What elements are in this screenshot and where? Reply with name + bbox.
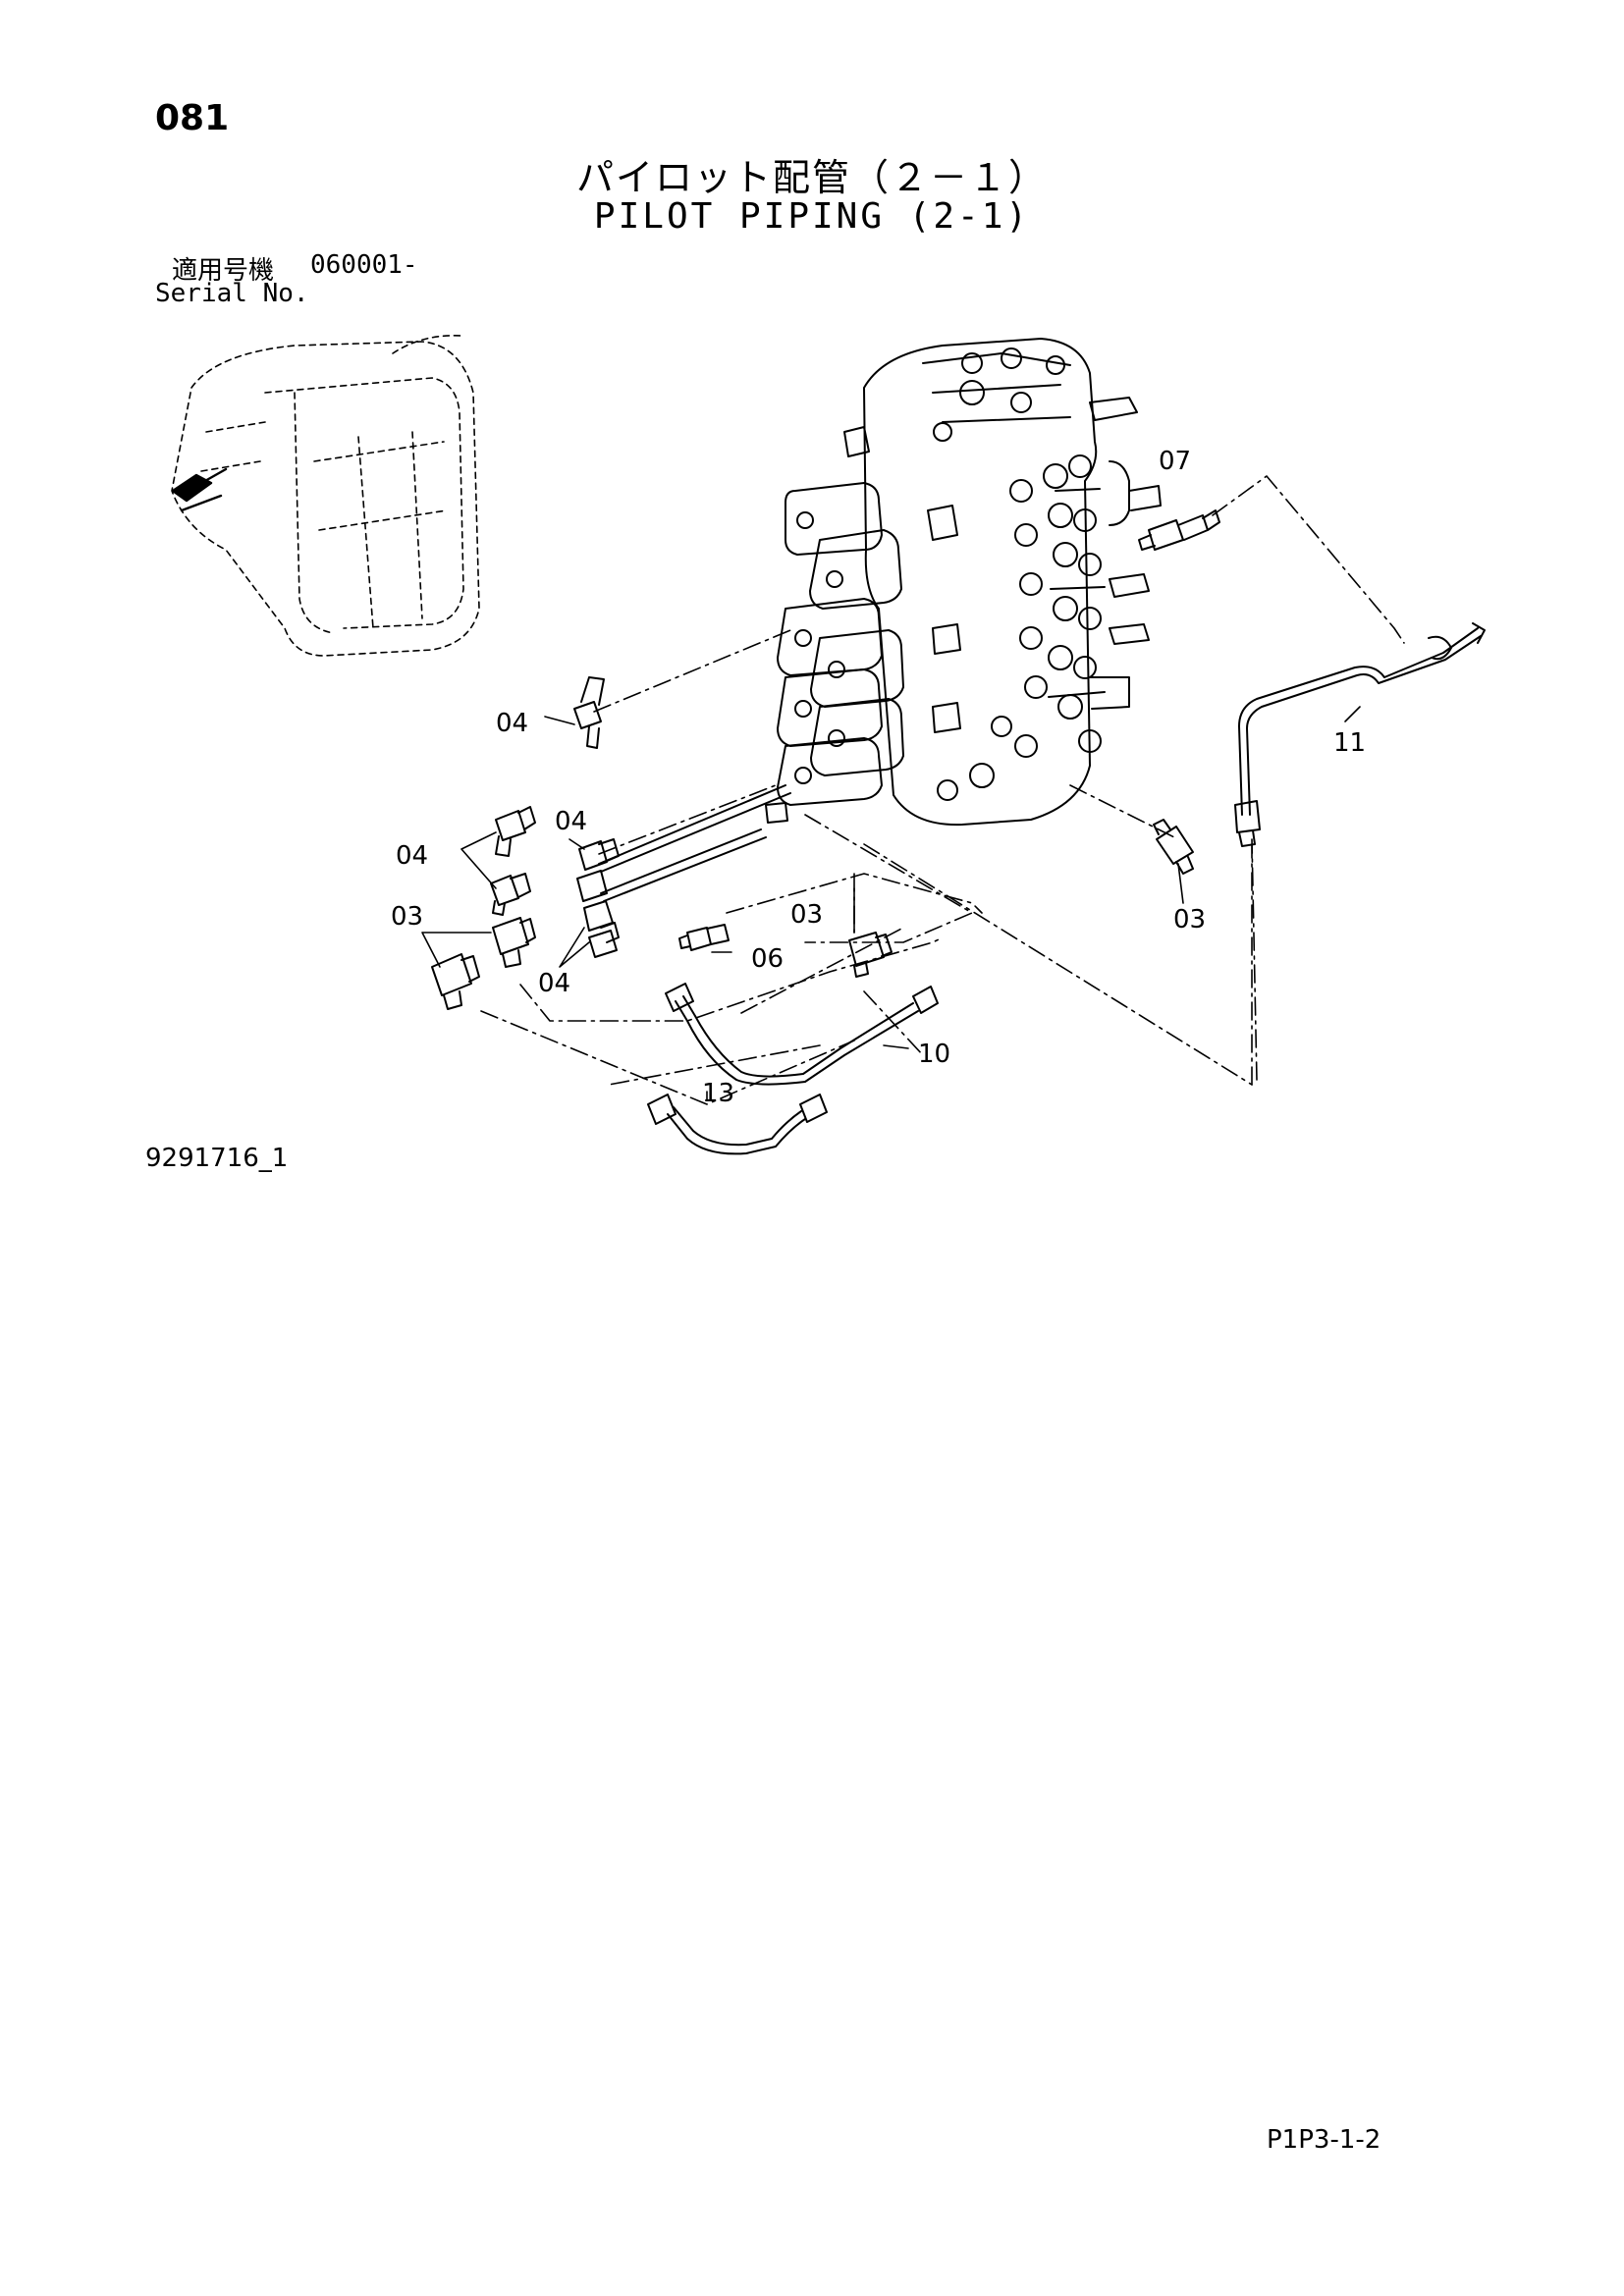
title-english: PILOT PIPING (2-1) (593, 196, 1031, 237)
pipe-11 (1234, 622, 1486, 847)
figure-id: 9291716_1 (145, 1144, 289, 1173)
leader-lines (480, 475, 1405, 1105)
fitting-04-upper (573, 676, 605, 749)
callout-04-center: 04 (555, 807, 587, 836)
fitting-03-left (431, 917, 536, 1010)
callout-03-left: 03 (391, 902, 423, 932)
callout-leaders (421, 706, 1361, 1100)
callout-07: 07 (1159, 447, 1191, 476)
callout-06: 06 (751, 944, 784, 974)
page-code: P1P3-1-2 (1267, 2125, 1381, 2155)
spool-cap-stack (765, 426, 961, 824)
fitting-04-center (576, 784, 791, 958)
callout-03-center: 03 (790, 900, 823, 930)
callout-13: 13 (702, 1079, 734, 1108)
fitting-04-left (490, 806, 536, 916)
callout-10: 10 (918, 1040, 950, 1069)
title-japanese: パイロット配管（２－１） (575, 156, 1048, 199)
fitting-07 (1138, 509, 1220, 551)
callout-04-lower: 04 (538, 969, 570, 998)
callout-04-upper: 04 (496, 709, 528, 738)
fitting-03-right (1153, 819, 1194, 875)
fitting-06 (678, 924, 730, 951)
callout-11: 11 (1333, 728, 1366, 758)
page-number: 081 (155, 98, 230, 138)
hose-13 (647, 1094, 828, 1155)
cab-location-thumbnail (171, 335, 480, 657)
serial-label-english: Serial No. (155, 279, 309, 308)
serial-number-range: 060001- (310, 250, 418, 280)
callout-03-right: 03 (1173, 905, 1206, 934)
serial-label-japanese: 適用号機 (172, 256, 275, 286)
callout-04-left: 04 (396, 841, 428, 871)
cab-highlight-marker (171, 467, 228, 512)
hose-10 (665, 983, 939, 1086)
control-valve-block (863, 338, 1162, 827)
fitting-03-center (848, 932, 893, 978)
